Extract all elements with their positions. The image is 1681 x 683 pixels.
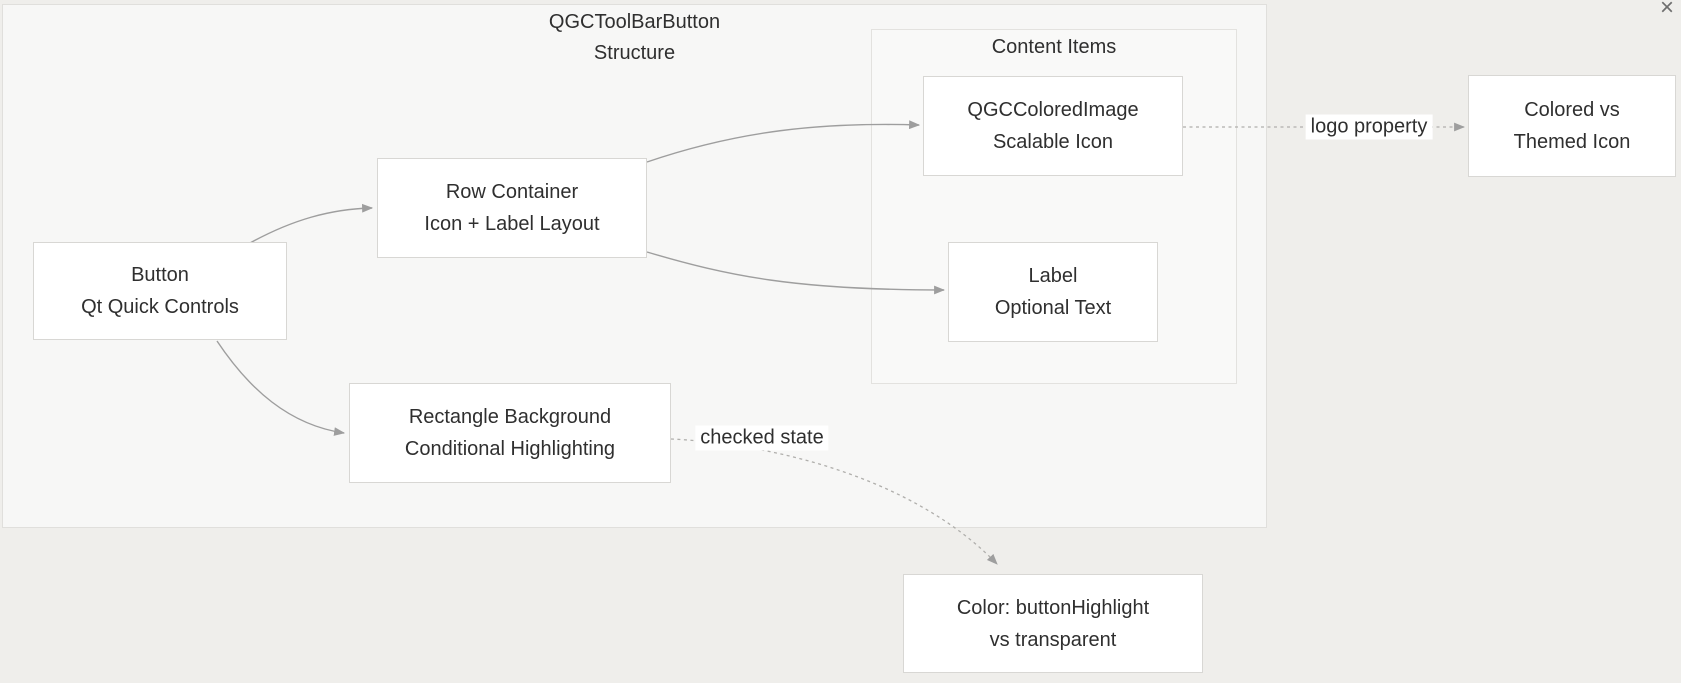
node-rectangle-background: Rectangle Background Conditional Highlig… [349,383,671,483]
node-button-line2: Qt Quick Controls [81,296,239,318]
node-themed-line1: Colored vs [1524,99,1620,121]
node-coloredimage-line2: Scalable Icon [992,131,1114,153]
node-label: Label Optional Text [948,242,1158,342]
edge-button-to-rectangle [216,340,346,436]
node-button: Button Qt Quick Controls [33,242,287,340]
node-qgccoloredimage: QGCColoredImage Scalable Icon [923,76,1183,176]
group-title-line1: QGCToolBarButton [548,11,721,33]
node-row-line2: Icon + Label Layout [424,213,600,235]
edge-label-logo-property: logo property [1305,114,1433,140]
group-title-line2: Structure [593,42,676,64]
node-color-buttonhighlight: Color: buttonHighlight vs transparent [903,574,1203,673]
group-title: QGCToolBarButton Structure [2,7,1267,69]
node-rectangle-line2: Conditional Highlighting [404,438,616,460]
node-colored-vs-themed: Colored vs Themed Icon [1468,75,1676,177]
edge-label-checked-state: checked state [695,425,829,451]
close-icon[interactable]: × [1659,0,1674,21]
node-row-line1: Row Container [445,181,579,203]
node-label-line1: Label [1028,265,1078,287]
content-items-title: Content Items [991,36,1117,58]
edge-row-to-coloredimage [646,120,921,163]
edge-checked-state-dotted [670,438,998,565]
edge-row-to-label [646,251,946,295]
node-rectangle-line1: Rectangle Background [408,406,612,428]
node-color-line1: Color: buttonHighlight [956,596,1150,619]
edge-button-to-row [249,203,374,244]
node-label-line2: Optional Text [994,297,1112,319]
node-color-line2: vs transparent [989,628,1117,651]
node-button-line1: Button [131,264,189,286]
node-row-container: Row Container Icon + Label Layout [377,158,647,258]
node-coloredimage-line1: QGCColoredImage [967,99,1139,121]
node-themed-line2: Themed Icon [1513,131,1631,153]
